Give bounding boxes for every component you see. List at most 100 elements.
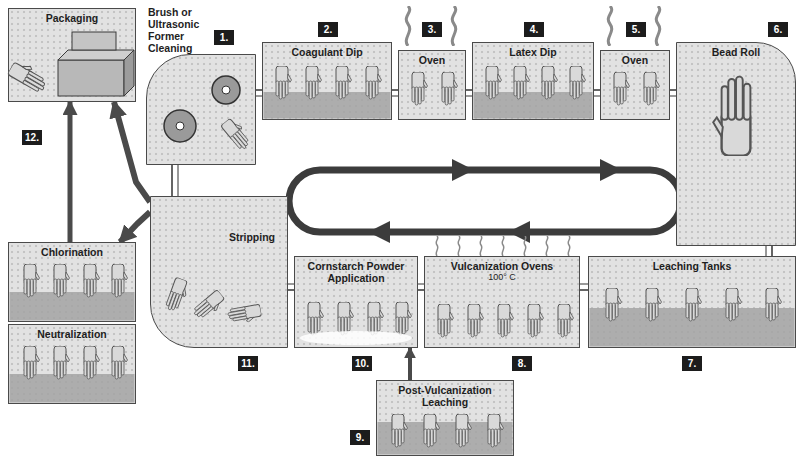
dip-tank: Neutralization [8, 324, 136, 404]
glove [366, 66, 382, 99]
oven-flame [480, 236, 482, 256]
callout-number: 8. [512, 356, 532, 371]
glove [528, 304, 544, 337]
glove [24, 264, 40, 297]
callout-number: 10. [352, 356, 372, 371]
powder-cloud [300, 331, 412, 345]
oven-flame [546, 236, 548, 256]
oven-box: Oven [398, 50, 466, 120]
glove [570, 66, 586, 99]
glove [338, 302, 354, 335]
station-label: Oven [403, 54, 461, 66]
glove [192, 289, 227, 322]
callout-number: 5. [626, 22, 646, 37]
station-label: Oven [605, 54, 665, 66]
loop-arrowhead [368, 221, 390, 243]
station-label: Vulcanization Ovens [429, 260, 575, 272]
flow-arrow [408, 348, 412, 380]
glove [456, 414, 472, 447]
station-label: Neutralization [13, 328, 131, 340]
glove [396, 302, 412, 335]
carton [72, 32, 116, 50]
loop-arrowhead [508, 221, 530, 243]
station-label: Brush or Ultrasonic Former Cleaning [148, 6, 214, 54]
flow-arrow [68, 102, 73, 242]
text-group: Cornstarch Powder Application [295, 257, 417, 287]
glove [165, 277, 191, 313]
station-box: Stripping [150, 196, 288, 348]
carton [58, 60, 124, 96]
callout-number: 4. [524, 22, 544, 37]
dip-tank: Latex Dip [472, 42, 594, 120]
oven-flame [568, 236, 570, 256]
glove [646, 288, 662, 321]
callout-number: 1. [214, 30, 234, 45]
text-group: Packaging [9, 9, 135, 27]
dip-liquid [378, 422, 513, 455]
glove [54, 346, 70, 379]
glove [227, 304, 262, 325]
station-label: Cornstarch Powder Application [299, 260, 413, 284]
station-label: Coagulant Dip [267, 46, 387, 58]
text-group: Leaching Tanks [589, 257, 795, 275]
text-group: Bead Roll [677, 43, 795, 61]
glove [498, 304, 514, 337]
glove [686, 288, 702, 321]
glove [424, 414, 440, 447]
glove [468, 304, 484, 337]
callout-number: 2. [318, 22, 338, 37]
glove [644, 72, 660, 105]
flow-arrow [114, 102, 150, 202]
oven-box: Vulcanization Ovens100° C [424, 256, 580, 348]
glove [308, 302, 324, 335]
process-loop [289, 170, 681, 232]
station-box: Packaging [8, 8, 136, 102]
station-box: Bead Roll [676, 42, 796, 246]
text-group: Vulcanization Ovens100° C [425, 257, 579, 286]
oven-flame [608, 6, 611, 46]
glove [726, 288, 742, 321]
station-label: Post-Vulcanization Leaching [381, 384, 509, 408]
flow-arrow [120, 212, 150, 242]
text-group: Coagulant Dip [263, 43, 391, 61]
glove [486, 66, 502, 99]
text-group: Post-Vulcanization Leaching [377, 381, 513, 411]
cleaning-brush [176, 122, 184, 130]
glove [542, 66, 558, 99]
station-outline [146, 54, 256, 165]
station-label: Chlorination [13, 246, 131, 258]
glove [614, 72, 630, 105]
cleaning-brush [222, 86, 230, 94]
oven-flame [458, 236, 460, 256]
glove [438, 304, 454, 337]
callout-number: 3. [422, 22, 442, 37]
glove [558, 304, 574, 337]
station-label: Packaging [13, 12, 131, 24]
carton [58, 50, 134, 60]
dip-liquid [264, 92, 391, 119]
cleaning-brush [212, 76, 240, 104]
oven-flame [406, 6, 409, 46]
glove [713, 77, 750, 156]
dip-tank: Post-Vulcanization Leaching [376, 380, 514, 456]
oven-flame [452, 6, 455, 46]
text-group: Oven [601, 51, 669, 69]
oven-flame [502, 236, 504, 256]
callout-number: 7. [682, 356, 702, 371]
dip-tank: Coagulant Dip [262, 42, 392, 120]
text-group: Latex Dip [473, 43, 593, 61]
glove [336, 66, 352, 99]
glove [766, 288, 782, 321]
text-group: Stripping [151, 197, 287, 247]
dip-liquid [10, 292, 135, 321]
glove [306, 66, 322, 99]
dip-liquid [10, 374, 135, 403]
glove [220, 116, 253, 151]
text-group: Chlorination [9, 243, 135, 261]
glove [84, 264, 100, 297]
glove [24, 346, 40, 379]
station-label: Bead Roll [681, 46, 791, 58]
callout-number: 12. [22, 130, 42, 145]
glove [7, 58, 50, 93]
station-label: Leaching Tanks [593, 260, 791, 272]
